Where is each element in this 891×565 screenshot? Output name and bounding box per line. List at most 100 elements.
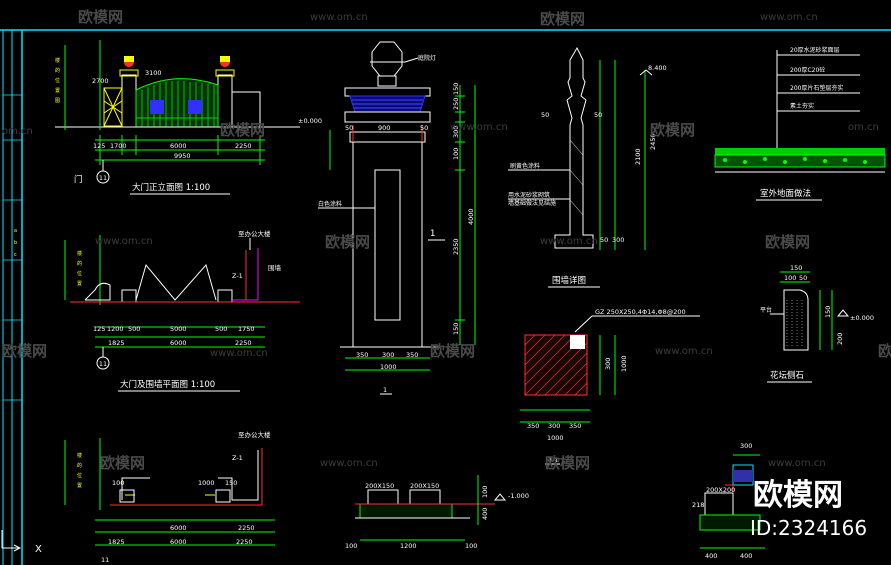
elevation-axis-label: 11: [99, 174, 107, 182]
foundation-h-2: 400: [481, 508, 489, 520]
elevation-dim-bottom-2: 1700: [110, 142, 127, 150]
plan1-dim2-2: 6000: [170, 339, 187, 347]
plan2-lower-3: 150: [225, 479, 237, 487]
wall-dim-6: 300: [612, 236, 624, 244]
svg-text:楼: 楼: [55, 57, 60, 64]
watermark-brand-2: 欧模网: [540, 10, 585, 28]
svg-text:置: 置: [55, 88, 60, 94]
svg-text:置: 置: [77, 483, 82, 489]
curb-side-1: 150: [824, 306, 832, 318]
wall-note-1: 刷黄色涂料: [510, 162, 540, 170]
watermark-url-4: www.om.cn: [450, 122, 508, 133]
column-w-1: 350: [527, 422, 539, 430]
wall-dim-3: 2100: [634, 148, 642, 165]
pillar-w-total: 1000: [380, 363, 397, 371]
wall-detail: 8.400 50 50 2100 2450 50 300 刷黄色涂料 用水泥砂浆…: [508, 46, 667, 288]
pillar-lamp-label: 庭院灯: [418, 54, 436, 62]
svg-text:的: 的: [55, 67, 60, 74]
plan1-z-label: Z-1: [232, 272, 243, 280]
watermark-url-6: www.om.cn: [95, 236, 153, 247]
logo-id: ID:2324166: [750, 516, 867, 540]
watermark-brand-6: 欧模网: [765, 233, 810, 251]
ground-layer-2: 200厚C20砼: [790, 66, 825, 74]
svg-text:置: 置: [77, 281, 82, 287]
column-h-1: 300: [604, 358, 612, 370]
pillar-elevation: 150 250 300 100 2350 150 4000 庭院灯 白色涂料 5…: [318, 41, 476, 395]
curb-title: 花坛侧石: [770, 370, 804, 381]
plan2-dim2-2: 6000: [170, 538, 187, 546]
curb-top-3: 50: [799, 274, 807, 282]
plan2-lower-2: 1000: [198, 479, 215, 487]
plan1-dim2-3: 2250: [235, 339, 252, 347]
svg-text:图: 图: [55, 98, 60, 104]
elevation-title: 大门正立面图 1:100: [132, 182, 210, 193]
column-w-total: 1000: [547, 434, 564, 442]
plan2-dim2-1: 1825: [108, 538, 125, 546]
watermark-url-5: om.cn: [848, 122, 879, 133]
wall-detail-title: 围墙详图: [552, 275, 586, 286]
column-h-2: 1000: [620, 355, 628, 372]
watermark-brand-7: 欧模网: [2, 342, 47, 360]
curb-level: ±0.000: [850, 314, 874, 322]
foundation-section: 1-1: [548, 456, 559, 464]
svg-text:的: 的: [77, 260, 82, 267]
ground-layer-3: 200厚片石垫层夯实: [790, 84, 843, 92]
plan1-dim-3: 500: [128, 325, 140, 333]
plan1-dim-2: 1200: [107, 325, 124, 333]
ground-layer-4: 素土夯实: [790, 102, 814, 110]
watermark-brand-1: 欧模网: [78, 8, 123, 26]
svg-text:楼: 楼: [77, 452, 82, 459]
elevation-dim-bottom-3: 6000: [170, 142, 187, 150]
elevation-dim-total: 9950: [174, 152, 191, 160]
plan2-dim2-3: 2250: [236, 538, 253, 546]
pillar-paint-label: 白色涂料: [318, 200, 342, 208]
watermark-url-3: om.cn: [2, 126, 33, 137]
svg-text:b: b: [14, 240, 17, 246]
pillar-h-6: 150: [452, 323, 460, 335]
elevation-dim-bottom-4: 2250: [235, 142, 252, 150]
pillar-w-1: 350: [356, 351, 368, 359]
ucs-x-label: X: [35, 544, 42, 555]
watermark-url-8: www.om.cn: [210, 348, 268, 359]
foundation-dim-1: 200X150: [365, 482, 394, 490]
logo-overlay: 欧模网 ID:2324166: [750, 478, 867, 540]
curb-tag: 平台: [760, 306, 772, 314]
pillar-mark: 1: [430, 229, 435, 239]
svg-text:位: 位: [77, 472, 82, 479]
watermark-brand-4: 欧模网: [650, 121, 695, 139]
plan2-lower-1: 100: [112, 479, 124, 487]
plan1-to-office: 至办公大楼: [238, 229, 271, 238]
plan1-dim-1: 125: [93, 325, 105, 333]
watermark-brand-5: 欧模网: [325, 233, 370, 251]
svg-text:a: a: [14, 228, 17, 234]
gate-plan-1: 11 至办公大楼 围墙 Z-1 125 1200 500 5000 500 17…: [64, 229, 300, 392]
wall-dim-5: 50: [600, 236, 608, 244]
detail2-dim-4: 400: [740, 552, 752, 560]
detail2-dim-1: 300: [740, 442, 752, 450]
wall-note-3: 墙基础做法见结施: [508, 199, 556, 207]
curb-top-2: 100: [784, 274, 796, 282]
watermark-url-7: www.om.cn: [540, 236, 598, 247]
curb-top-1: 150: [790, 264, 802, 272]
logo-brand: 欧模网: [753, 478, 843, 513]
wall-dim-2: 50: [594, 111, 602, 119]
pillar-mid-3: 50: [420, 124, 428, 132]
watermark-brand-3: 欧模网: [220, 121, 265, 139]
plan2-to-office: 至办公大楼: [238, 430, 271, 439]
plan2-dim-1: 6000: [170, 524, 187, 532]
watermark-url-9: www.om.cn: [655, 346, 713, 357]
elevation-level: ±0.000: [298, 117, 322, 125]
pillar-h-4: 100: [452, 148, 460, 160]
watermark-url-1: www.om.cn: [310, 12, 368, 23]
plan2-axis-label: 11: [101, 556, 109, 564]
detail2-dim-3: 400: [705, 552, 717, 560]
plan2-z-label: Z-1: [232, 454, 243, 462]
wall-level: 8.400: [648, 64, 667, 72]
pillar-w-3: 350: [406, 351, 418, 359]
foundation-dim-2: 200X150: [410, 482, 439, 490]
plan1-dim-5: 500: [215, 325, 227, 333]
detail2-dim-2: 200X200: [706, 486, 735, 494]
curb-detail: 150 100 50 150 200 ±0.000 平台 花坛侧石: [760, 264, 874, 383]
pillar-mid-1: 50: [345, 124, 353, 132]
